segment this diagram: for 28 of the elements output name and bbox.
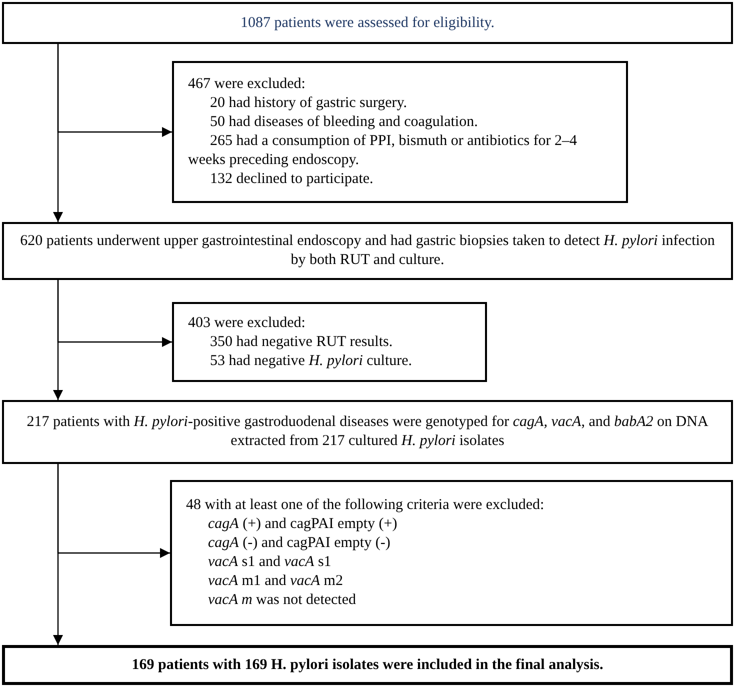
box-text: vacA s1 and vacA s1 xyxy=(207,553,332,572)
box-heading: 403 were excluded: xyxy=(188,314,306,332)
arrow xyxy=(53,44,63,222)
box-text: 350 had negative RUT results. xyxy=(209,332,394,352)
box-text: 265 had a consumption of PPI, bismuth or antibiotics for 2–4 weeks preceding endoscopy. xyxy=(188,132,578,170)
process-box xyxy=(2,400,733,464)
box-text: 132 declined to participate. xyxy=(209,170,374,189)
process-box xyxy=(2,222,733,280)
process-box xyxy=(2,2,733,44)
arrow xyxy=(53,280,63,400)
box-text: 53 had negative H. pylori culture. xyxy=(209,352,414,370)
box-heading: 620 patients underwent upper gastrointestinal endoscopy and had gastric biopsies taken to detect H. pylori infection by both RUT and culture. xyxy=(19,232,716,270)
exclusion-box xyxy=(172,61,628,203)
box-text: cagA (+) and cagPAI empty (+) xyxy=(207,515,398,534)
process-box xyxy=(2,645,733,685)
box-text: vacA m was not detected xyxy=(207,591,358,610)
box-text: 20 had history of gastric surgery. xyxy=(209,94,408,113)
box-heading: 169 patients with 169 H. pylori isolates were included in the final analysis. xyxy=(130,656,604,674)
box-heading: 467 were excluded: xyxy=(188,75,306,94)
box-text: 50 had diseases of bleeding and coagulation. xyxy=(209,113,479,132)
box-heading: 1087 patients were assessed for eligibility. xyxy=(240,14,496,32)
box-text: cagA (-) and cagPAI empty (-) xyxy=(207,534,392,553)
box-heading: 217 patients with H. pylori-positive gastroduodenal diseases were genotyped for cagA, vacA, and babA2 on DNA extracted from 217 cultured H. pylori isolates xyxy=(26,413,710,451)
exclusion-box xyxy=(172,302,487,382)
exclusion-box xyxy=(170,480,733,626)
box-text: vacA m1 and vacA m2 xyxy=(207,572,344,591)
arrow xyxy=(53,464,63,645)
box-heading: 48 with at least one of the following criteria were excluded: xyxy=(186,496,546,515)
